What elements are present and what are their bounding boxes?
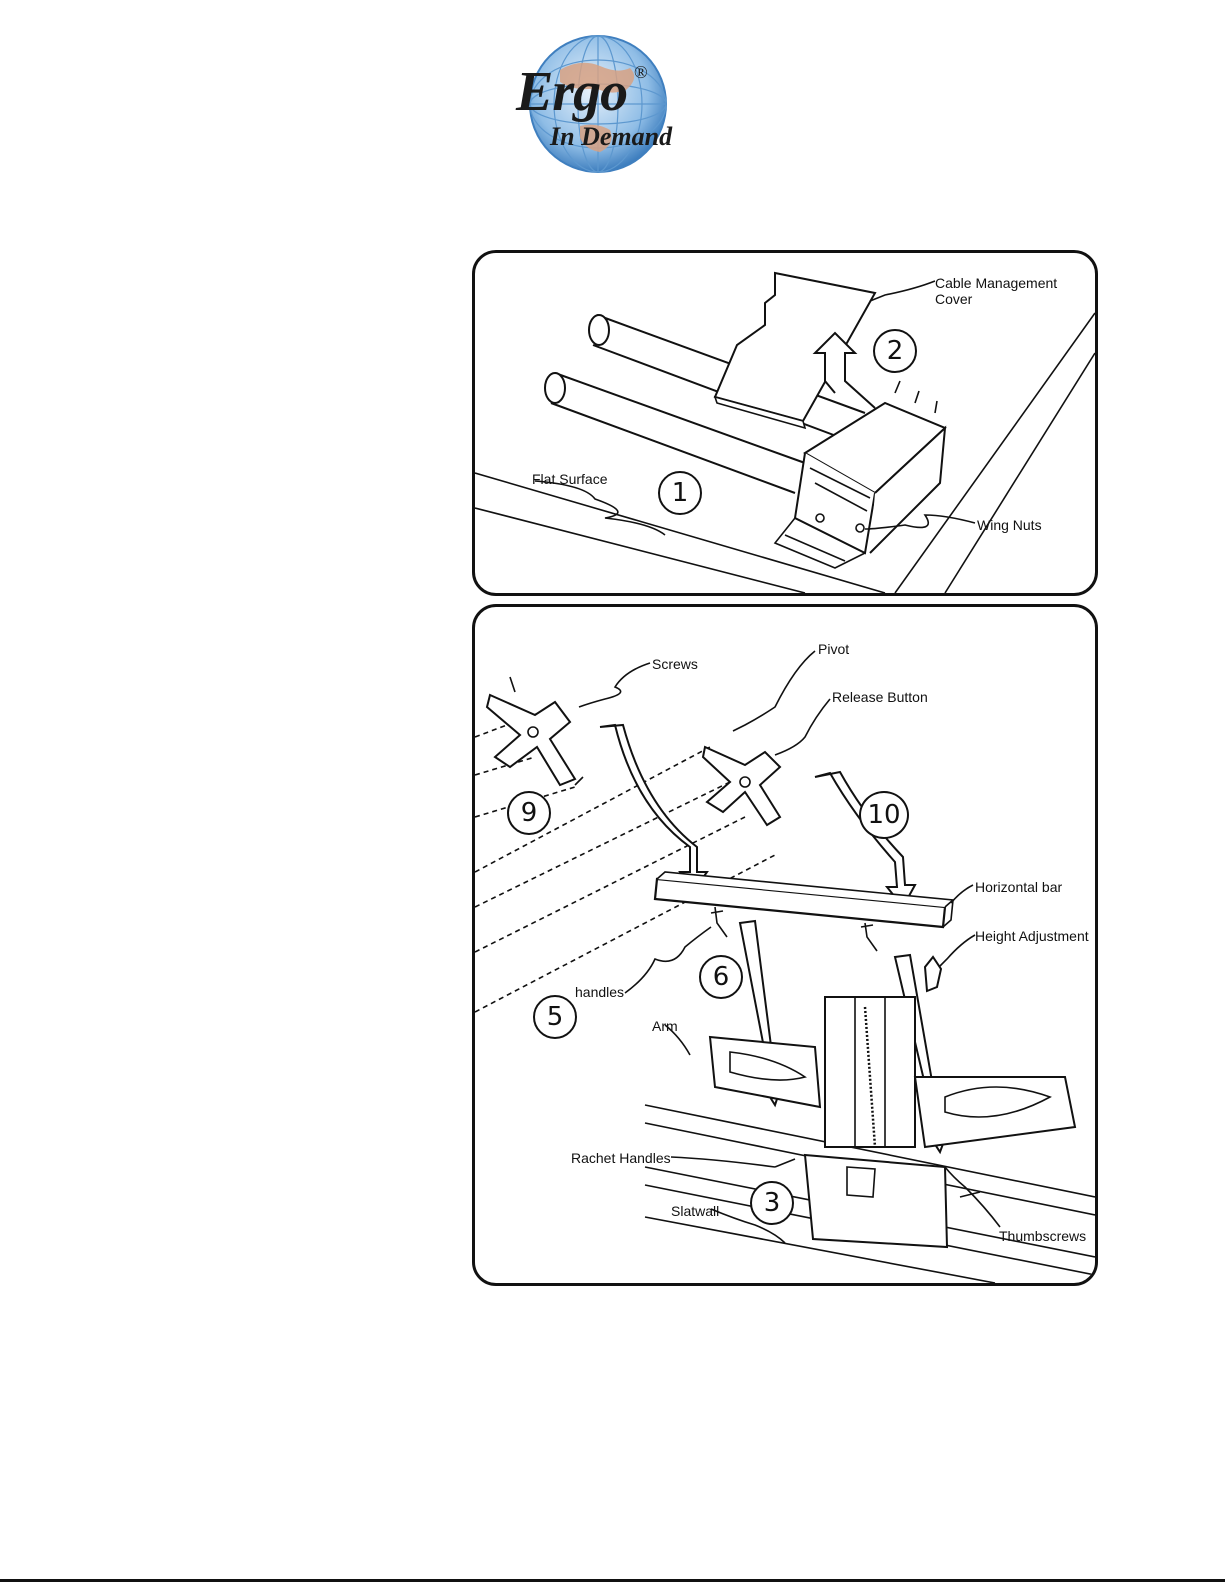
- logo-tagline: In Demand: [550, 122, 672, 152]
- step-3-badge: 3: [750, 1181, 794, 1225]
- top-illustration-panel: Cable Management Cover Flat Surface Wing…: [472, 250, 1098, 596]
- rachet-handles-label: Rachet Handles: [571, 1150, 671, 1166]
- handles-label: handles: [575, 984, 624, 1000]
- step-5-badge: 5: [533, 995, 577, 1039]
- thumbscrews-label: Thumbscrews: [999, 1228, 1086, 1244]
- step-9-badge: 9: [507, 791, 551, 835]
- cable-cover-label-line2: Cover: [935, 291, 1057, 307]
- pivot-label: Pivot: [818, 641, 849, 657]
- wing-nuts-label: Wing Nuts: [977, 517, 1042, 533]
- cable-cover-label-line1: Cable Management: [935, 275, 1057, 291]
- screws-label: Screws: [652, 656, 698, 672]
- bottom-illustration-panel: Screws Pivot Release Button Horizontal b…: [472, 604, 1098, 1286]
- step-2-badge: 2: [873, 329, 917, 373]
- logo: Ergo ® In Demand: [510, 30, 680, 180]
- logo-brand: Ergo: [516, 60, 627, 124]
- cable-cover-label: Cable Management Cover: [935, 275, 1057, 307]
- footer-rule: [0, 1579, 1225, 1582]
- step-10-badge: 10: [859, 791, 909, 839]
- release-button-label: Release Button: [832, 689, 928, 705]
- horizontal-bar-label: Horizontal bar: [975, 879, 1062, 895]
- flat-surface-label: Flat Surface: [532, 471, 607, 487]
- step-6-badge: 6: [699, 955, 743, 999]
- height-adjustment-label: Height Adjustment: [975, 928, 1089, 944]
- arm-label: Arm: [652, 1018, 678, 1034]
- slatwall-label: Slatwall: [671, 1203, 719, 1219]
- logo-registered: ®: [634, 62, 648, 83]
- mount-assembly-illustration: [475, 607, 1095, 1283]
- step-1-badge: 1: [658, 471, 702, 515]
